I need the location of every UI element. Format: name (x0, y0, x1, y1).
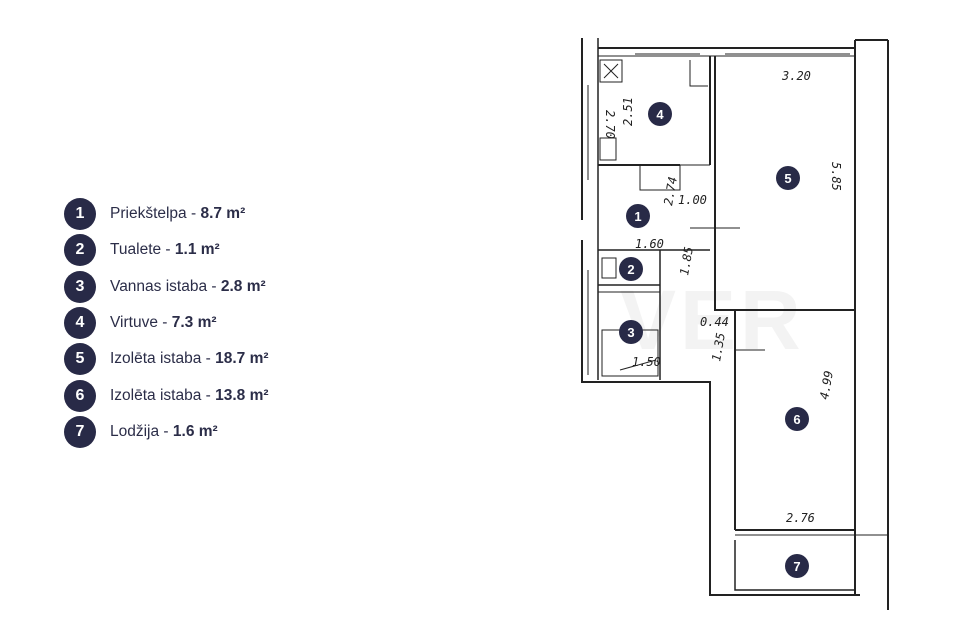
room-name: Izolēta istaba - (110, 386, 216, 404)
room-name: Lodžija - (110, 422, 173, 440)
window (725, 47, 850, 55)
room-name: Tualete - (110, 241, 175, 259)
legend-item: 3 Vannas istaba - 2.8 m² (64, 269, 394, 305)
legend-item: 6 Izolēta istaba - 13.8 m² (64, 377, 394, 413)
room-legend: 1 Priekštelpa - 8.7 m² 2 Tualete - 1.1 m… (64, 196, 394, 450)
wall (714, 56, 855, 311)
legend-item: 2 Tualete - 1.1 m² (64, 232, 394, 268)
legend-item-text: Tualete - 1.1 m² (110, 241, 220, 259)
balcony-rail (581, 85, 589, 180)
stove-cross (603, 63, 619, 79)
dimension-label: 5.85 (829, 162, 843, 191)
room-marker-label: 3 (627, 325, 634, 340)
door-swing (639, 165, 681, 191)
room-marker: 4 (648, 102, 672, 126)
room-number-badge: 6 (64, 379, 96, 412)
room-marker: 2 (619, 257, 643, 281)
dimension-label: 2.76 (786, 511, 815, 525)
dimension-label: 2.74 (661, 176, 680, 207)
sink (599, 137, 617, 161)
room-name: Priekštelpa - (110, 205, 201, 223)
dimension-label: 1.85 (677, 246, 696, 277)
room-marker-label: 1 (634, 209, 641, 224)
legend-item: 7 Lodžija - 1.6 m² (64, 414, 394, 450)
toilet (601, 257, 617, 279)
dimension-labels: 3.20 5.85 2.70 2.51 2.74 1.60 1.00 1.85 … (603, 69, 843, 525)
dimension-label: 1.60 (635, 237, 664, 251)
dimension-label: 0.44 (700, 315, 729, 329)
balcony-rail (581, 270, 589, 375)
legend-item-text: Priekštelpa - 8.7 m² (110, 205, 245, 223)
room-marker-circle (785, 554, 809, 578)
room-number-badge: 2 (64, 234, 96, 267)
room-marker-label: 7 (793, 559, 800, 574)
dimension-label: 2.70 (603, 110, 617, 139)
room-number-badge: 5 (64, 343, 96, 376)
room-markers: 1 2 3 4 5 6 7 (619, 102, 809, 578)
loggia-wall (734, 540, 856, 591)
dimension-label: 2.51 (621, 97, 635, 126)
room-area: 1.6 m² (172, 422, 218, 440)
legend-item-text: Izolēta istaba - 13.8 m² (110, 387, 269, 405)
legend-item-text: Vannas istaba - 2.8 m² (110, 278, 266, 296)
dimension-label: 3.20 (781, 69, 811, 83)
window (635, 47, 700, 55)
room-marker: 3 (619, 320, 643, 344)
counter (689, 60, 708, 87)
legend-item-text: Lodžija - 1.6 m² (110, 423, 218, 441)
dimension-label: 1.00 (678, 193, 707, 207)
room-area: 1.1 m² (174, 241, 220, 259)
wall (581, 240, 860, 596)
room-number-badge: 4 (64, 307, 96, 340)
room-marker-label: 2 (627, 262, 634, 277)
watermark: VER (620, 273, 805, 367)
room-number-badge: 1 (64, 198, 96, 231)
floor-plan-drawing: 3.20 5.85 2.70 2.51 2.74 1.60 1.00 1.85 … (581, 38, 889, 610)
room-marker: 7 (785, 554, 809, 578)
room-area: 7.3 m² (171, 314, 217, 332)
room-marker-circle (619, 257, 643, 281)
room-marker: 1 (626, 204, 650, 228)
room-name: Vannas istaba - (110, 277, 221, 295)
room-name: Virtuve - (110, 314, 172, 332)
room-marker-circle (648, 102, 672, 126)
dimension-label: 1.50 (632, 355, 661, 369)
legend-item: 5 Izolēta istaba - 18.7 m² (64, 341, 394, 377)
legend-item-text: Virtuve - 7.3 m² (110, 314, 217, 332)
legend-item: 1 Priekštelpa - 8.7 m² (64, 196, 394, 232)
room-marker-label: 5 (784, 171, 791, 186)
room-area: 2.8 m² (220, 277, 266, 295)
room-marker-label: 6 (793, 412, 800, 427)
room-marker-circle (776, 166, 800, 190)
legend-item: 4 Virtuve - 7.3 m² (64, 305, 394, 341)
room-marker-circle (785, 407, 809, 431)
floor-plan: 3.20 5.85 2.70 2.51 2.74 1.60 1.00 1.85 … (560, 30, 900, 610)
room-marker: 6 (785, 407, 809, 431)
room-area: 13.8 m² (215, 386, 269, 404)
room-area: 8.7 m² (200, 205, 246, 223)
dimension-label: 1.35 (709, 332, 728, 363)
room-name: Izolēta istaba - (110, 350, 216, 368)
dimension-label: 4.99 (817, 370, 836, 401)
bath-detail (619, 359, 657, 371)
room-marker: 5 (776, 166, 800, 190)
room-marker-circle (626, 204, 650, 228)
room-number-badge: 3 (64, 270, 96, 303)
room-marker-label: 4 (656, 107, 664, 122)
stove (599, 59, 623, 83)
room-area: 18.7 m² (215, 350, 269, 368)
room-marker-circle (619, 320, 643, 344)
room-number-badge: 7 (64, 415, 96, 448)
legend-item-text: Izolēta istaba - 18.7 m² (110, 350, 269, 368)
